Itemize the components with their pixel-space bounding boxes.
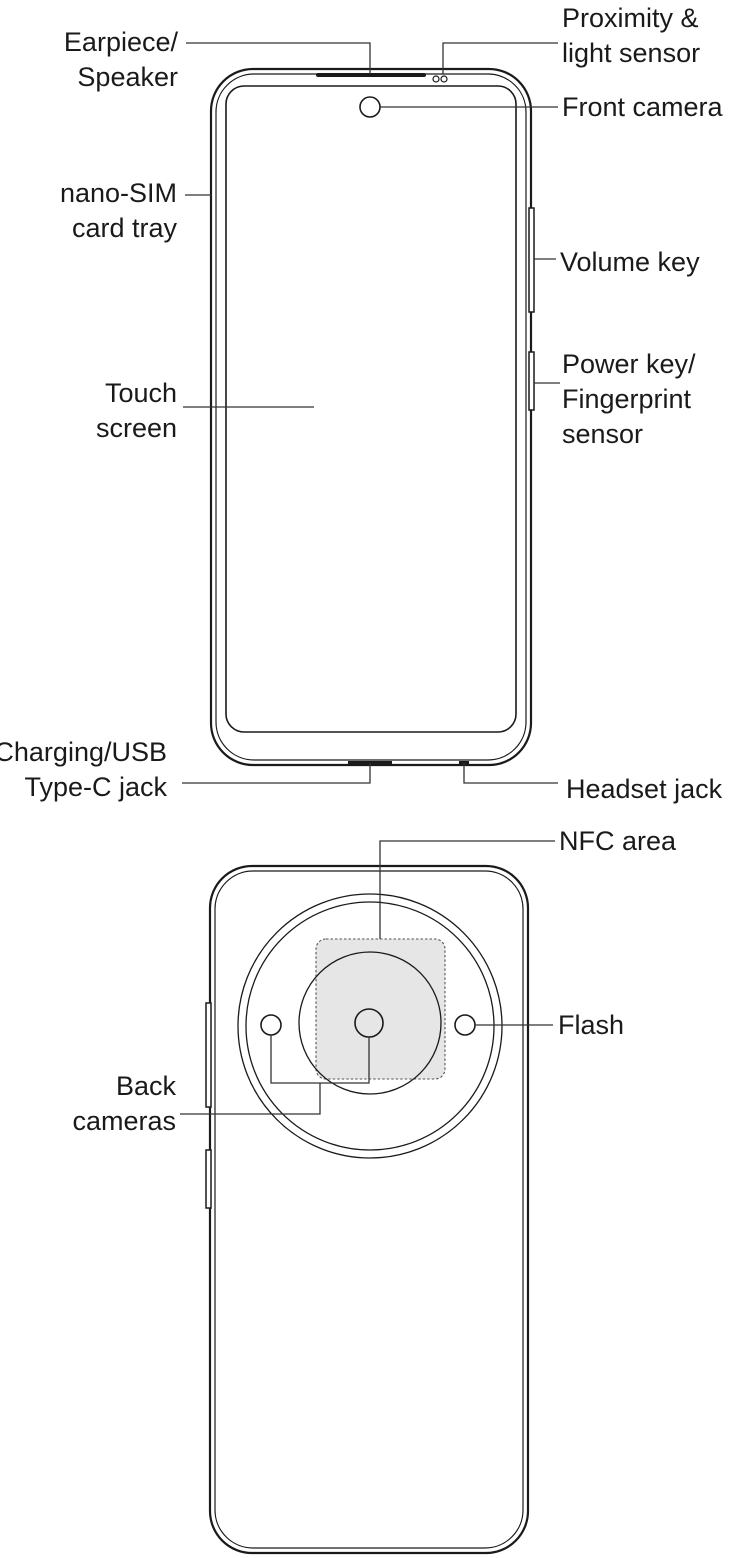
earpiece-leader — [186, 42, 371, 74]
volume-key — [528, 207, 535, 313]
back-cameras-label-line1: Back — [115, 1071, 176, 1101]
camera-module-outer-ring — [237, 893, 503, 1159]
sim-label-line2: card tray — [71, 213, 177, 243]
headset-leader — [463, 763, 558, 784]
back-volume-key — [205, 1002, 212, 1108]
proximity-leader — [442, 42, 558, 74]
power-label-line2: Fingerprint — [562, 384, 692, 414]
earpiece-label-line2: Speaker — [77, 62, 178, 92]
touch-screen — [225, 85, 517, 733]
front-camera — [359, 96, 381, 118]
front-view — [182, 42, 560, 784]
front-camera-label: Front camera — [562, 92, 723, 122]
charging-label-line2: Type-C jack — [24, 772, 167, 802]
charging-usb-label: Charging/USB Type-C jack — [0, 735, 167, 805]
proximity-label-line2: light sensor — [562, 38, 701, 68]
earpiece-slot — [316, 73, 426, 77]
back-cameras-label: Back cameras — [72, 1069, 176, 1139]
flash — [454, 1014, 476, 1036]
back-phone-body — [208, 864, 530, 1555]
back-cameras-label-line2: cameras — [72, 1106, 176, 1136]
secondary-back-camera — [260, 1014, 282, 1036]
power-key-fingerprint-label: Power key/ Fingerprint sensor — [562, 347, 696, 452]
touch-screen-label: Touch screen — [96, 376, 177, 446]
back-phone-inner-edge — [214, 870, 524, 1549]
charging-port — [348, 761, 392, 764]
back-power-key — [205, 1149, 212, 1209]
proximity-light-sensor-label: Proximity & light sensor — [562, 1, 700, 71]
power-label-line3: sensor — [562, 419, 644, 449]
main-lens-ring — [298, 951, 442, 1095]
headset-port — [459, 761, 469, 764]
charging-leader — [182, 763, 371, 784]
nfc-area-label: NFC area — [559, 826, 677, 856]
headset-jack-label: Headset jack — [566, 774, 723, 804]
nfc-leader — [379, 840, 555, 939]
proximity-label-line1: Proximity & — [562, 3, 699, 33]
touch-label-line1: Touch — [104, 378, 177, 408]
charging-label-line1: Charging/USB — [0, 737, 167, 767]
back-view — [180, 840, 555, 1555]
volume-key-label: Volume key — [560, 247, 700, 277]
front-phone-inner-edge — [215, 73, 527, 761]
power-label-line1: Power key/ — [562, 349, 696, 379]
proximity-sensor — [432, 75, 440, 83]
back-cameras-leader — [180, 1083, 321, 1115]
power-key — [528, 351, 535, 411]
front-phone-body — [209, 67, 533, 767]
flash-label: Flash — [558, 1010, 625, 1040]
nano-sim-tray-label: nano-SIM card tray — [60, 176, 177, 246]
earpiece-speaker-label: Earpiece/ Speaker — [64, 25, 178, 95]
camera-module-inner-ring — [245, 901, 495, 1151]
touch-label-line2: screen — [95, 413, 177, 443]
nfc-area — [315, 938, 446, 1080]
sim-label-line1: nano-SIM — [59, 178, 177, 208]
earpiece-label-line1: Earpiece/ — [63, 27, 178, 57]
light-sensor — [440, 75, 448, 83]
